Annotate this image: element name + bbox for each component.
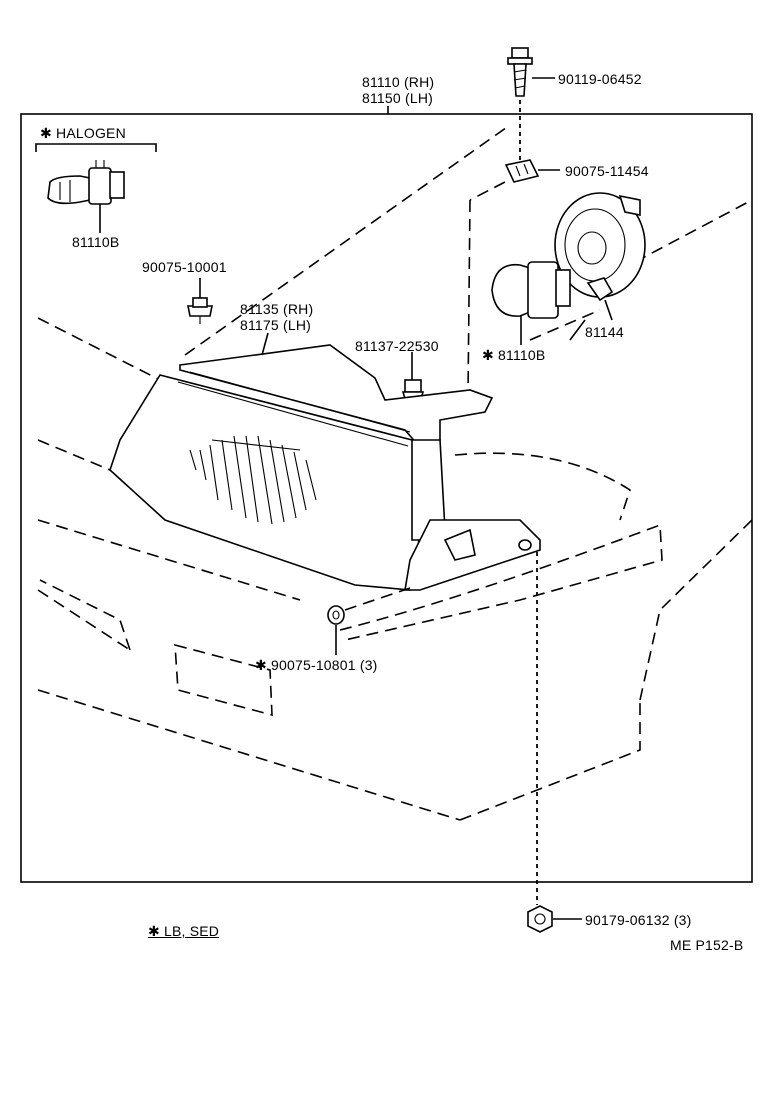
halogen-bracket bbox=[35, 143, 157, 152]
fender-line bbox=[454, 452, 631, 521]
nut-lower-label: ✱ 90075-10801 (3) bbox=[255, 657, 378, 673]
bulb-guide bbox=[529, 309, 601, 341]
housing-lh-label: 81175 (LH) bbox=[240, 317, 312, 333]
nut-bottom-drawing bbox=[527, 905, 582, 933]
nut-bottom-label: 90179-06132 (3) bbox=[585, 912, 692, 928]
nut-guide bbox=[344, 587, 411, 611]
lb-bulb-drawing bbox=[491, 261, 571, 345]
legend-note: ✱ LB, SED bbox=[148, 923, 220, 939]
halogen-label: ✱ HALOGEN bbox=[40, 125, 126, 141]
frame-box bbox=[20, 113, 753, 883]
screw-label: 90119-06452 bbox=[558, 71, 642, 87]
socket-label: 81144 bbox=[585, 324, 624, 340]
fog-lamp-outline bbox=[174, 643, 273, 717]
headlamp-housing-drawing bbox=[109, 344, 541, 591]
body-line-9 bbox=[639, 519, 753, 701]
grommet-label: 90075-10001 bbox=[142, 259, 227, 275]
halogen-bulb-drawing bbox=[47, 160, 125, 233]
housing-leader bbox=[261, 332, 269, 356]
assy-lh-label: 81150 (LH) bbox=[362, 90, 434, 106]
body-line-8 bbox=[459, 700, 641, 821]
screw-drawing bbox=[507, 47, 555, 97]
clip-drawing bbox=[504, 159, 560, 183]
clip-guide-2 bbox=[467, 199, 471, 396]
body-line-7 bbox=[37, 689, 461, 821]
socket-cover-drawing bbox=[554, 192, 646, 321]
body-line-3 bbox=[634, 199, 753, 263]
body-line-5 bbox=[37, 519, 301, 601]
halogen-bulb-label: 81110B bbox=[72, 234, 120, 250]
retainer-label: 81137-22530 bbox=[355, 338, 439, 354]
body-line-6b bbox=[39, 579, 131, 651]
grommet-drawing bbox=[187, 278, 213, 324]
body-line-1 bbox=[37, 317, 161, 381]
clip-label: 90075-11454 bbox=[565, 163, 649, 179]
body-line-6 bbox=[37, 589, 131, 651]
retainer-drawing bbox=[401, 352, 425, 403]
clip-guide bbox=[469, 181, 506, 201]
body-line-2 bbox=[184, 124, 511, 356]
socket-leader bbox=[569, 319, 586, 341]
body-line-4 bbox=[37, 439, 111, 471]
nut-lower-drawing bbox=[327, 605, 345, 655]
housing-rh-label: 81135 (RH) bbox=[240, 301, 314, 317]
assy-rh-label: 81110 (RH) bbox=[362, 74, 435, 90]
bumper-line bbox=[339, 523, 663, 641]
page-code: ME P152-B bbox=[670, 937, 744, 953]
lb-bulb-label: ✱ 81110B bbox=[482, 347, 546, 363]
